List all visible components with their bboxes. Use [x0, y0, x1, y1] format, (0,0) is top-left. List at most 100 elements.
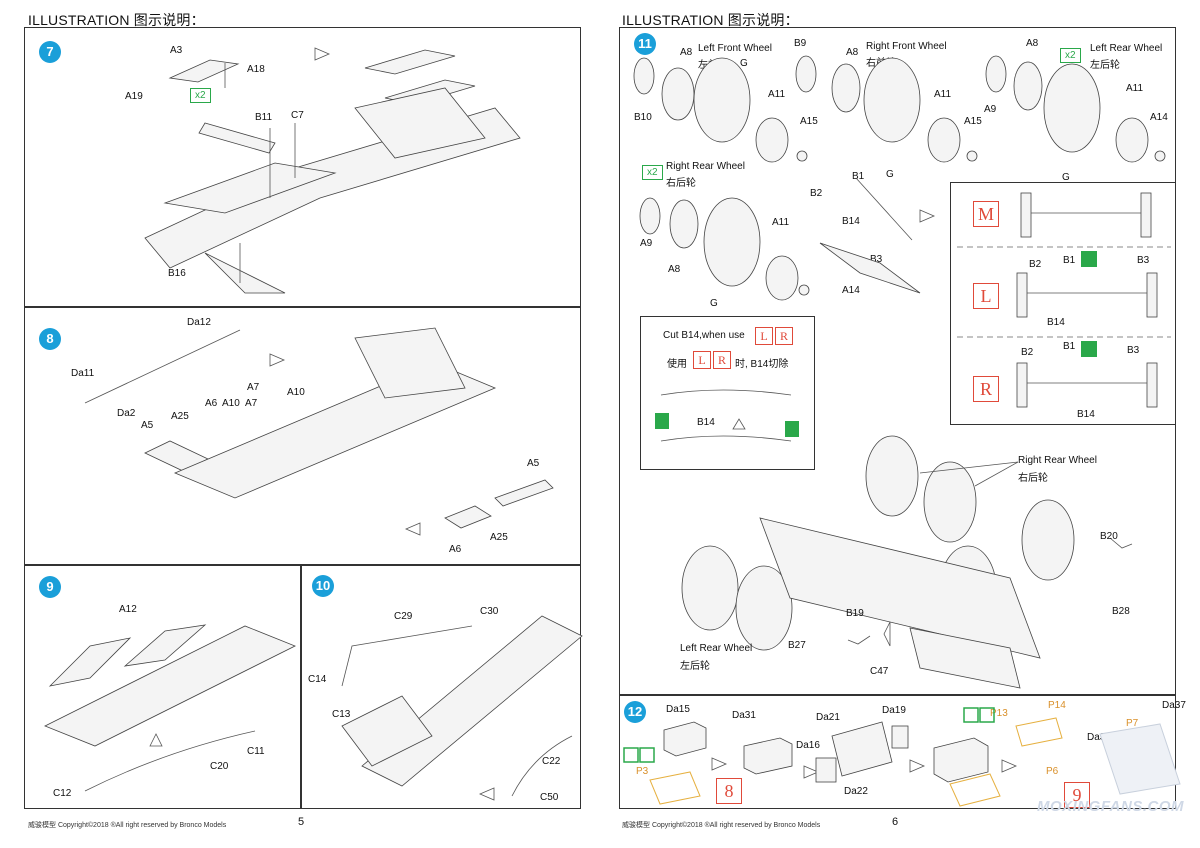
- part-label: A6: [205, 398, 218, 409]
- part-label: B19: [846, 608, 864, 619]
- part-label: C20: [210, 761, 229, 772]
- part-label: A8: [668, 264, 681, 275]
- cut-note-box: Cut B14,when use L R 使用 L R 时, B14切除 B14: [640, 316, 815, 470]
- part-label: Da15: [666, 704, 690, 715]
- cut-note-marker-l: L: [755, 327, 773, 345]
- part-label: C47: [870, 666, 889, 677]
- part-label: A10: [287, 387, 305, 398]
- part-label: Da12: [187, 317, 211, 328]
- step-10-chassis-drawing: [341, 615, 583, 801]
- variant-marker-r: R: [973, 376, 999, 402]
- step-11-number: 11: [634, 33, 656, 55]
- part-label: A5: [527, 458, 540, 469]
- assembly-label-right-rear-cn: 右后轮: [1018, 473, 1048, 484]
- part-label: A11: [934, 89, 952, 100]
- right-page: ILLUSTRATION 图示说明： 11 Left Front Wheel 左…: [600, 0, 1200, 848]
- part-label: A8: [1026, 38, 1039, 49]
- part-label: Da11: [71, 368, 95, 379]
- part-label: C11: [247, 746, 265, 757]
- part-label: G: [710, 298, 718, 309]
- part-label: A25: [490, 532, 508, 543]
- step-12-battery-drawing: [623, 707, 1181, 807]
- part-label: A12: [119, 604, 137, 615]
- wheel-title-cn: 左后轮: [1090, 60, 1120, 71]
- part-label: Da2: [117, 408, 136, 419]
- part-label: B14: [842, 216, 860, 227]
- part-label: C22: [542, 756, 561, 767]
- part-label: G: [740, 58, 748, 69]
- assembly-label-right-rear: Right Rear Wheel: [1018, 455, 1097, 466]
- left-page-footer: 威骏模型 Copyright©2018 ®All right reserved …: [28, 822, 227, 829]
- part-label: A11: [772, 217, 790, 228]
- part-label: B14: [1047, 317, 1065, 328]
- part-label: Da19: [882, 705, 906, 716]
- part-label: B9: [794, 38, 807, 49]
- part-label: B3: [1127, 345, 1140, 356]
- wheel-title: Left Rear Wheel: [1090, 43, 1163, 54]
- part-label: A7: [245, 398, 258, 409]
- part-label: C30: [480, 606, 499, 617]
- step-12-number: 12: [624, 701, 646, 723]
- part-label: B28: [1112, 606, 1130, 617]
- part-label: C12: [53, 788, 72, 799]
- part-label: A6: [449, 544, 462, 555]
- part-label: A8: [680, 47, 693, 58]
- part-label: B1: [1063, 255, 1076, 266]
- part-label: Da21: [816, 712, 840, 723]
- part-label: B14: [1077, 409, 1095, 420]
- part-label: A15: [800, 116, 818, 127]
- part-label: B1: [1063, 341, 1076, 352]
- part-label: A10: [222, 398, 240, 409]
- right-page-footer: 威骏模型 Copyright©2018 ®All right reserved …: [622, 822, 821, 829]
- photo-etch-label: P7: [1126, 718, 1139, 729]
- part-label: A9: [640, 238, 653, 249]
- part-label: B2: [810, 188, 823, 199]
- cut-note-line2-post: 时, B14切除: [735, 359, 789, 370]
- photo-etch-label: P13: [990, 708, 1008, 719]
- axle-variants-box: M L R B2 B1 B3 B14 B2 B1 B3 B14: [950, 182, 1176, 425]
- part-label: Da22: [844, 786, 868, 797]
- part-label: C50: [540, 792, 559, 803]
- part-label: B10: [634, 112, 652, 123]
- step-9-number: 9: [39, 576, 61, 598]
- step-12-marker-9: 9: [1064, 782, 1090, 808]
- qty-badge: x2: [1060, 48, 1081, 63]
- step-8-panel: 8 Da12 Da11 Da2 A5 A25 A6 A10 A7 A10 A7 …: [24, 307, 581, 565]
- part-label: A3: [170, 45, 183, 56]
- cut-note-marker-l-2: L: [693, 351, 711, 369]
- wheel-title: Right Front Wheel: [866, 41, 947, 52]
- part-label: Da31: [732, 710, 756, 721]
- part-label: A14: [1150, 112, 1168, 123]
- part-label: G: [1062, 172, 1070, 183]
- part-label: B3: [870, 254, 883, 265]
- part-label: G: [886, 169, 894, 180]
- cut-note-drawing: [655, 389, 799, 442]
- part-label: B16: [168, 268, 186, 279]
- part-label: C29: [394, 611, 413, 622]
- part-label: B3: [1137, 255, 1150, 266]
- part-label: A25: [171, 411, 189, 422]
- step-9-chassis-drawing: [44, 624, 296, 792]
- qty-badge: x2: [642, 165, 663, 180]
- step-8-number: 8: [39, 328, 61, 350]
- assembly-label-left-rear: Left Rear Wheel: [680, 643, 753, 654]
- step-7-number: 7: [39, 41, 61, 63]
- left-page: ILLUSTRATION 图示说明： 7 x2 A3 A18 A19 B11 C…: [24, 12, 583, 829]
- watermark-text: MOXINGFANS.COM: [1037, 798, 1185, 815]
- part-label: Da16: [796, 740, 820, 751]
- part-label: A8: [846, 47, 859, 58]
- part-label: B2: [1029, 259, 1042, 270]
- step-8-chassis-drawing: [84, 327, 554, 536]
- step-10-number: 10: [312, 575, 334, 597]
- step-7-chassis-drawing: [144, 47, 521, 294]
- cut-note-line1: Cut B14,when use: [663, 330, 745, 341]
- photo-etch-label: P14: [1048, 700, 1066, 711]
- variant-axles-drawing: [957, 192, 1171, 408]
- cut-note-marker-r-2: R: [713, 351, 731, 369]
- part-label: B14: [697, 417, 715, 428]
- step-11-wheels-drawing: [633, 55, 1166, 689]
- step-9-panel: 9 A12 C20 C11 C12: [24, 565, 301, 809]
- part-label: C14: [308, 674, 327, 685]
- cut-note-marker-r: R: [775, 327, 793, 345]
- left-page-header: ILLUSTRATION 图示说明：: [28, 12, 205, 28]
